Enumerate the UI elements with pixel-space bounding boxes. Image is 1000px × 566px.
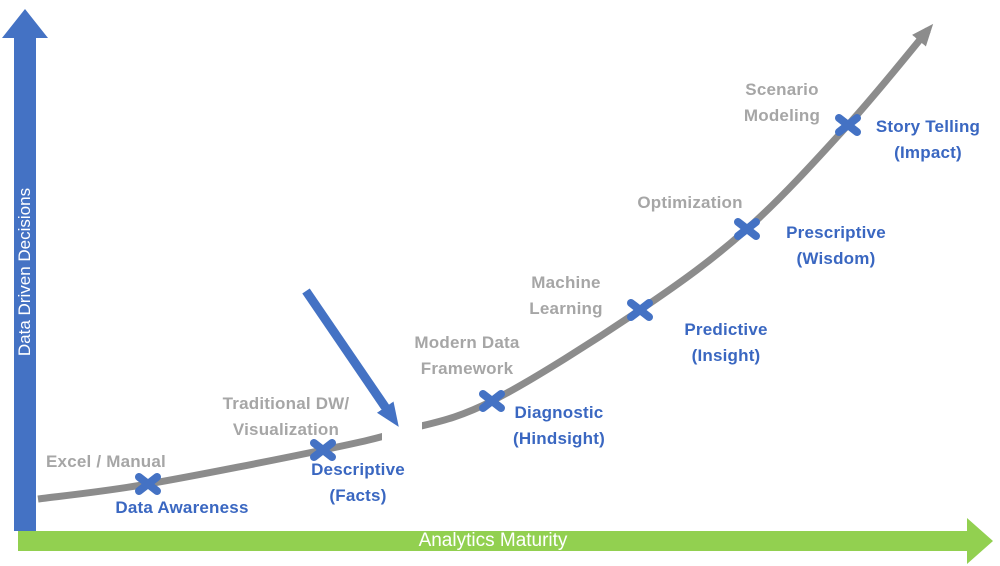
- stage-technology-label-traditional-dw: Traditional DW/ Visualization: [222, 394, 350, 439]
- stage-technology-label-scenario-modeling: Scenario Modeling: [743, 80, 821, 125]
- annotation-arrow: [302, 288, 399, 427]
- stage-capability-label-diagnostic: Diagnostic (Hindsight): [513, 403, 605, 448]
- curve-marker-x: [835, 114, 861, 136]
- curve-marker-x: [627, 299, 653, 321]
- curve-marker-stroke: [479, 390, 505, 412]
- curve-marker-stroke: [310, 439, 336, 461]
- curve-marker-x: [734, 218, 760, 240]
- curve-marker-stroke: [135, 473, 161, 495]
- stage-technology-label-optimization: Optimization: [637, 193, 743, 212]
- curve-marker-x: [135, 473, 161, 495]
- x-axis-arrow: [18, 518, 993, 564]
- curve-marker-stroke: [835, 114, 861, 136]
- curve-marker-x: [310, 439, 336, 461]
- stage-capability-label-predictive: Predictive (Insight): [684, 320, 768, 365]
- y-axis-arrow: [2, 9, 48, 531]
- stage-capability-label-story-telling: Story Telling (Impact): [875, 117, 981, 162]
- x-axis-label: Analytics Maturity: [418, 530, 568, 551]
- maturity-curve: [37, 23, 934, 503]
- curve-markers: [135, 114, 861, 495]
- stage-technology-label-machine-learning: Machine Learning: [529, 273, 603, 318]
- stage-technology-label-modern-data-framework: Modern Data Framework: [414, 333, 520, 378]
- curve-marker-x: [479, 390, 505, 412]
- stage-technology-label-excel-manual: Excel / Manual: [46, 452, 166, 471]
- stage-capability-label-prescriptive: Prescriptive (Wisdom): [786, 223, 886, 268]
- y-axis-label: Data Driven Decisions: [15, 187, 34, 357]
- curve-marker-stroke: [734, 218, 760, 240]
- curve-marker-stroke: [627, 299, 653, 321]
- stage-capability-label-descriptive: Descriptive (Facts): [311, 460, 405, 505]
- white-callout-box: [382, 420, 422, 450]
- stage-capability-label-data-awareness: Data Awareness: [115, 498, 249, 517]
